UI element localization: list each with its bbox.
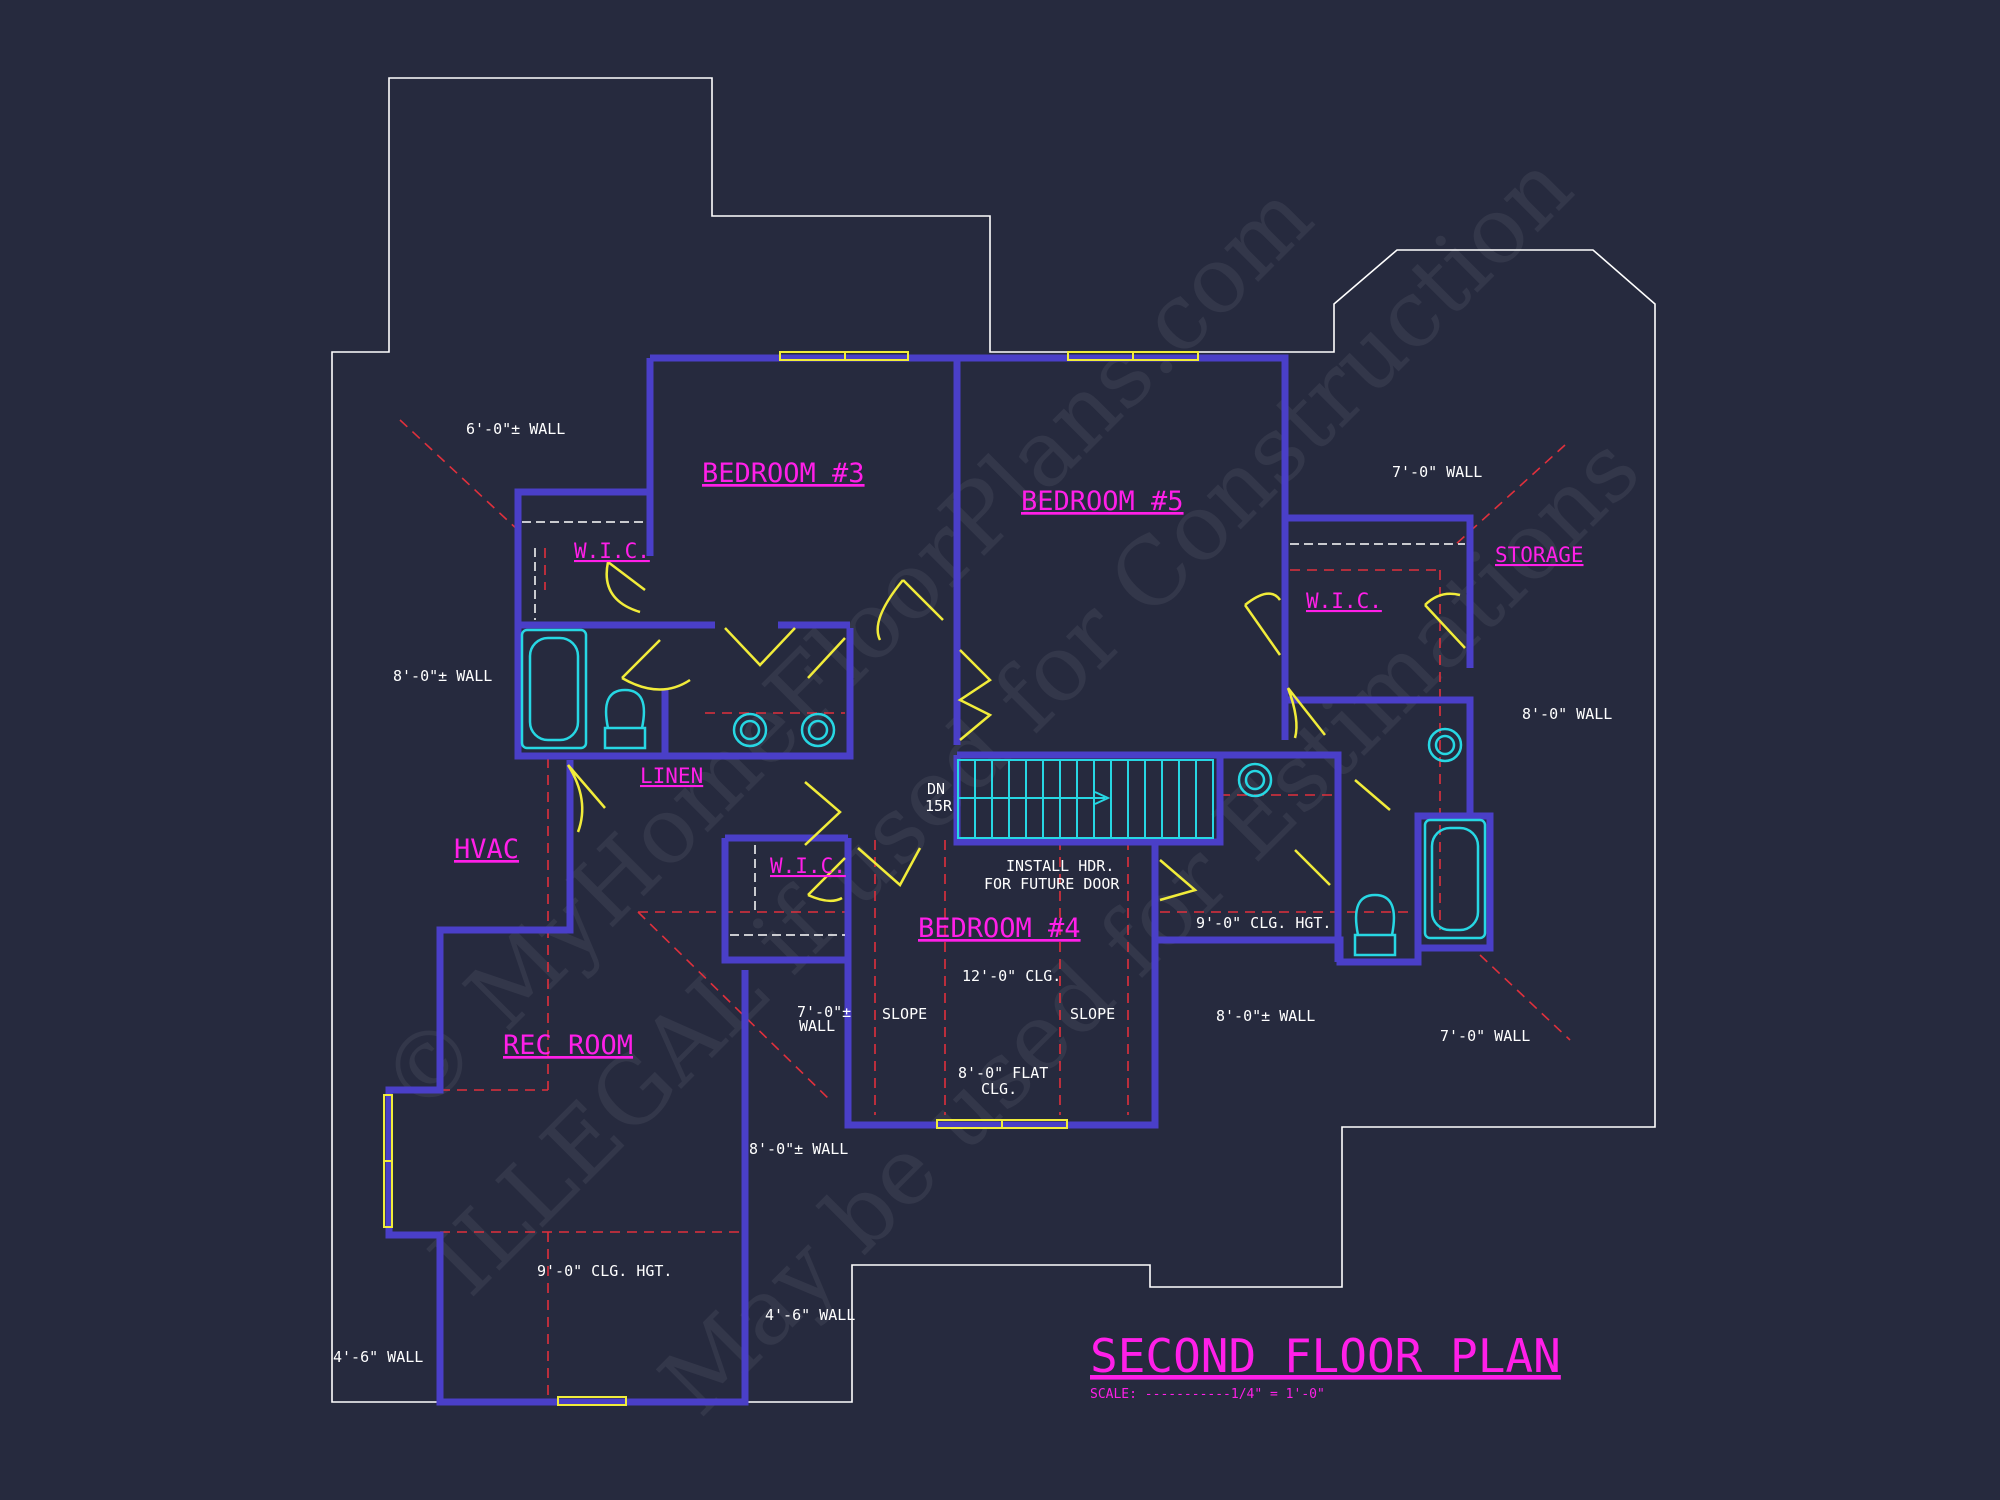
bathtub-left bbox=[520, 628, 588, 750]
label-hvac: HVAC bbox=[454, 834, 519, 865]
annotations: 6'-0"± WALL 7'-0" WALL 8'-0"± WALL 8'-0"… bbox=[333, 420, 1612, 1366]
door-bedroom-4 bbox=[857, 847, 922, 887]
label-linen: LINEN bbox=[640, 764, 703, 788]
note-wall-7ft-left-2: WALL bbox=[799, 1017, 835, 1035]
door-bedroom-5-stair bbox=[957, 649, 993, 741]
label-wic-right: W.I.C. bbox=[1306, 589, 1382, 613]
note-wall-4ft6-center: 4'-6" WALL bbox=[765, 1306, 855, 1324]
door-wic-right bbox=[1424, 592, 1466, 649]
note-stair-dn: DN bbox=[927, 780, 945, 798]
label-storage: STORAGE bbox=[1495, 543, 1584, 567]
note-clg-9ft-rec: 9'-0" CLG. HGT. bbox=[537, 1262, 672, 1280]
label-bedroom-4: BEDROOM #4 bbox=[918, 913, 1081, 944]
note-slope-right: SLOPE bbox=[1070, 1005, 1115, 1023]
note-install-hdr-2: FOR FUTURE DOOR bbox=[984, 875, 1120, 893]
door-bath-right bbox=[1294, 779, 1391, 886]
note-wall-8ft-right: 8'-0" WALL bbox=[1522, 705, 1612, 723]
door-bedroom-5-bath bbox=[1286, 687, 1326, 739]
stairs bbox=[957, 759, 1214, 839]
windows bbox=[383, 351, 1199, 1406]
door-wic-bedroom-5 bbox=[1243, 592, 1282, 656]
door-bedroom-3-closet bbox=[724, 627, 796, 667]
wall-wic-right bbox=[1281, 518, 1474, 816]
door-hall-linen bbox=[804, 781, 842, 846]
note-wall-7ft-right-top: 7'-0" WALL bbox=[1392, 463, 1482, 481]
plan-scale: SCALE: -----------1/4" = 1'-0" bbox=[1090, 1387, 1325, 1402]
wall-bath-right bbox=[1281, 700, 1342, 962]
label-wic-left: W.I.C. bbox=[574, 539, 650, 563]
note-wall-7ft-left-1: 7'-0"± bbox=[797, 1003, 851, 1021]
door-wic-bedroom-3 bbox=[605, 561, 646, 614]
note-clg-12ft: 12'-0" CLG. bbox=[962, 967, 1061, 985]
bathtub-right bbox=[1423, 818, 1487, 940]
note-wall-8ft-center-right: 8'-0"± WALL bbox=[1216, 1007, 1315, 1025]
window-rec-room-south bbox=[557, 1396, 627, 1406]
note-slope-left: SLOPE bbox=[882, 1005, 927, 1023]
sink-left-2 bbox=[800, 712, 836, 748]
room-labels: BEDROOM #3 BEDROOM #5 BEDROOM #4 REC ROO… bbox=[454, 458, 1584, 1061]
door-linen bbox=[566, 764, 606, 833]
note-wall-4ft6-left: 4'-6" WALL bbox=[333, 1348, 423, 1366]
plumbing-fixtures bbox=[520, 628, 1487, 957]
label-bedroom-3: BEDROOM #3 bbox=[702, 458, 865, 489]
wall-wic-center bbox=[721, 834, 848, 964]
door-hall-bedroom-3 bbox=[807, 637, 846, 679]
title-block: SECOND FLOOR PLAN SCALE: -----------1/4"… bbox=[1090, 1329, 1561, 1402]
note-wall-7ft-right-bottom: 7'-0" WALL bbox=[1440, 1027, 1530, 1045]
toilet-right bbox=[1353, 893, 1397, 957]
doors bbox=[566, 561, 1466, 903]
door-bedroom-4-east bbox=[1159, 859, 1198, 902]
note-flat-clg-2: CLG. bbox=[981, 1080, 1017, 1098]
closet-shelves bbox=[522, 521, 1465, 936]
note-wall-8ft-left: 8'-0"± WALL bbox=[393, 667, 492, 685]
door-bedroom-5-hall bbox=[876, 579, 944, 641]
wall-bedroom-3-west bbox=[514, 358, 854, 760]
note-install-hdr-1: INSTALL HDR. bbox=[1006, 857, 1114, 875]
note-clg-9ft-right: 9'-0" CLG. HGT. bbox=[1196, 914, 1331, 932]
sink-right-2 bbox=[1427, 727, 1463, 763]
door-wic-center bbox=[807, 857, 846, 903]
toilet-left bbox=[603, 688, 647, 750]
sink-right-1 bbox=[1237, 762, 1273, 798]
label-rec-room: REC ROOM bbox=[503, 1030, 633, 1061]
note-wall-8ft-center: 8'-0"± WALL bbox=[749, 1140, 848, 1158]
plan-title: SECOND FLOOR PLAN bbox=[1090, 1329, 1561, 1383]
label-wic-center: W.I.C. bbox=[770, 854, 846, 878]
label-bedroom-5: BEDROOM #5 bbox=[1021, 486, 1184, 517]
note-wall-6ft: 6'-0"± WALL bbox=[466, 420, 565, 438]
wall-hvac-rec bbox=[385, 760, 749, 1406]
note-flat-clg-1: 8'-0" FLAT bbox=[958, 1064, 1048, 1082]
note-stair-risers: 15R bbox=[925, 797, 953, 815]
sink-left-1 bbox=[732, 712, 768, 748]
door-bath-left bbox=[621, 639, 691, 691]
